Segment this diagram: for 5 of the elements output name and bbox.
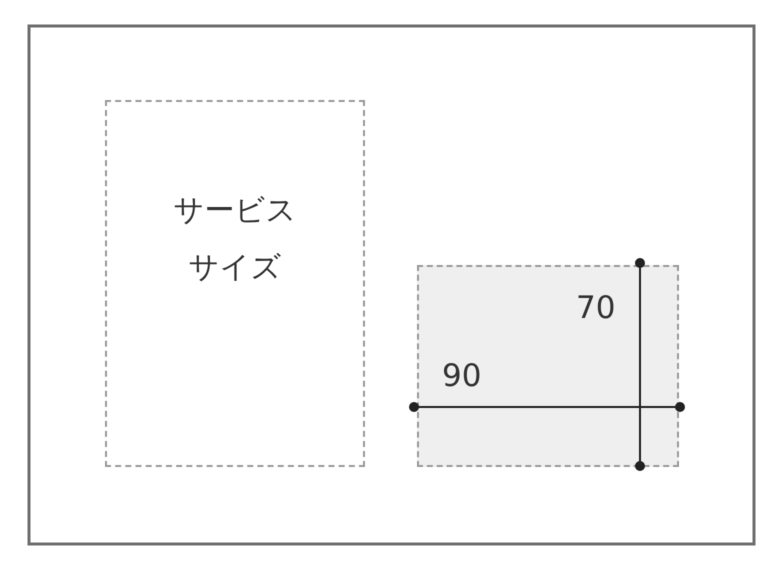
dimension-label: 70 bbox=[576, 290, 616, 326]
shaded-box bbox=[417, 265, 679, 467]
dashed-box bbox=[105, 100, 365, 467]
box-label: サービスサイズ bbox=[172, 192, 298, 286]
dimension-label: 90 bbox=[442, 358, 482, 394]
